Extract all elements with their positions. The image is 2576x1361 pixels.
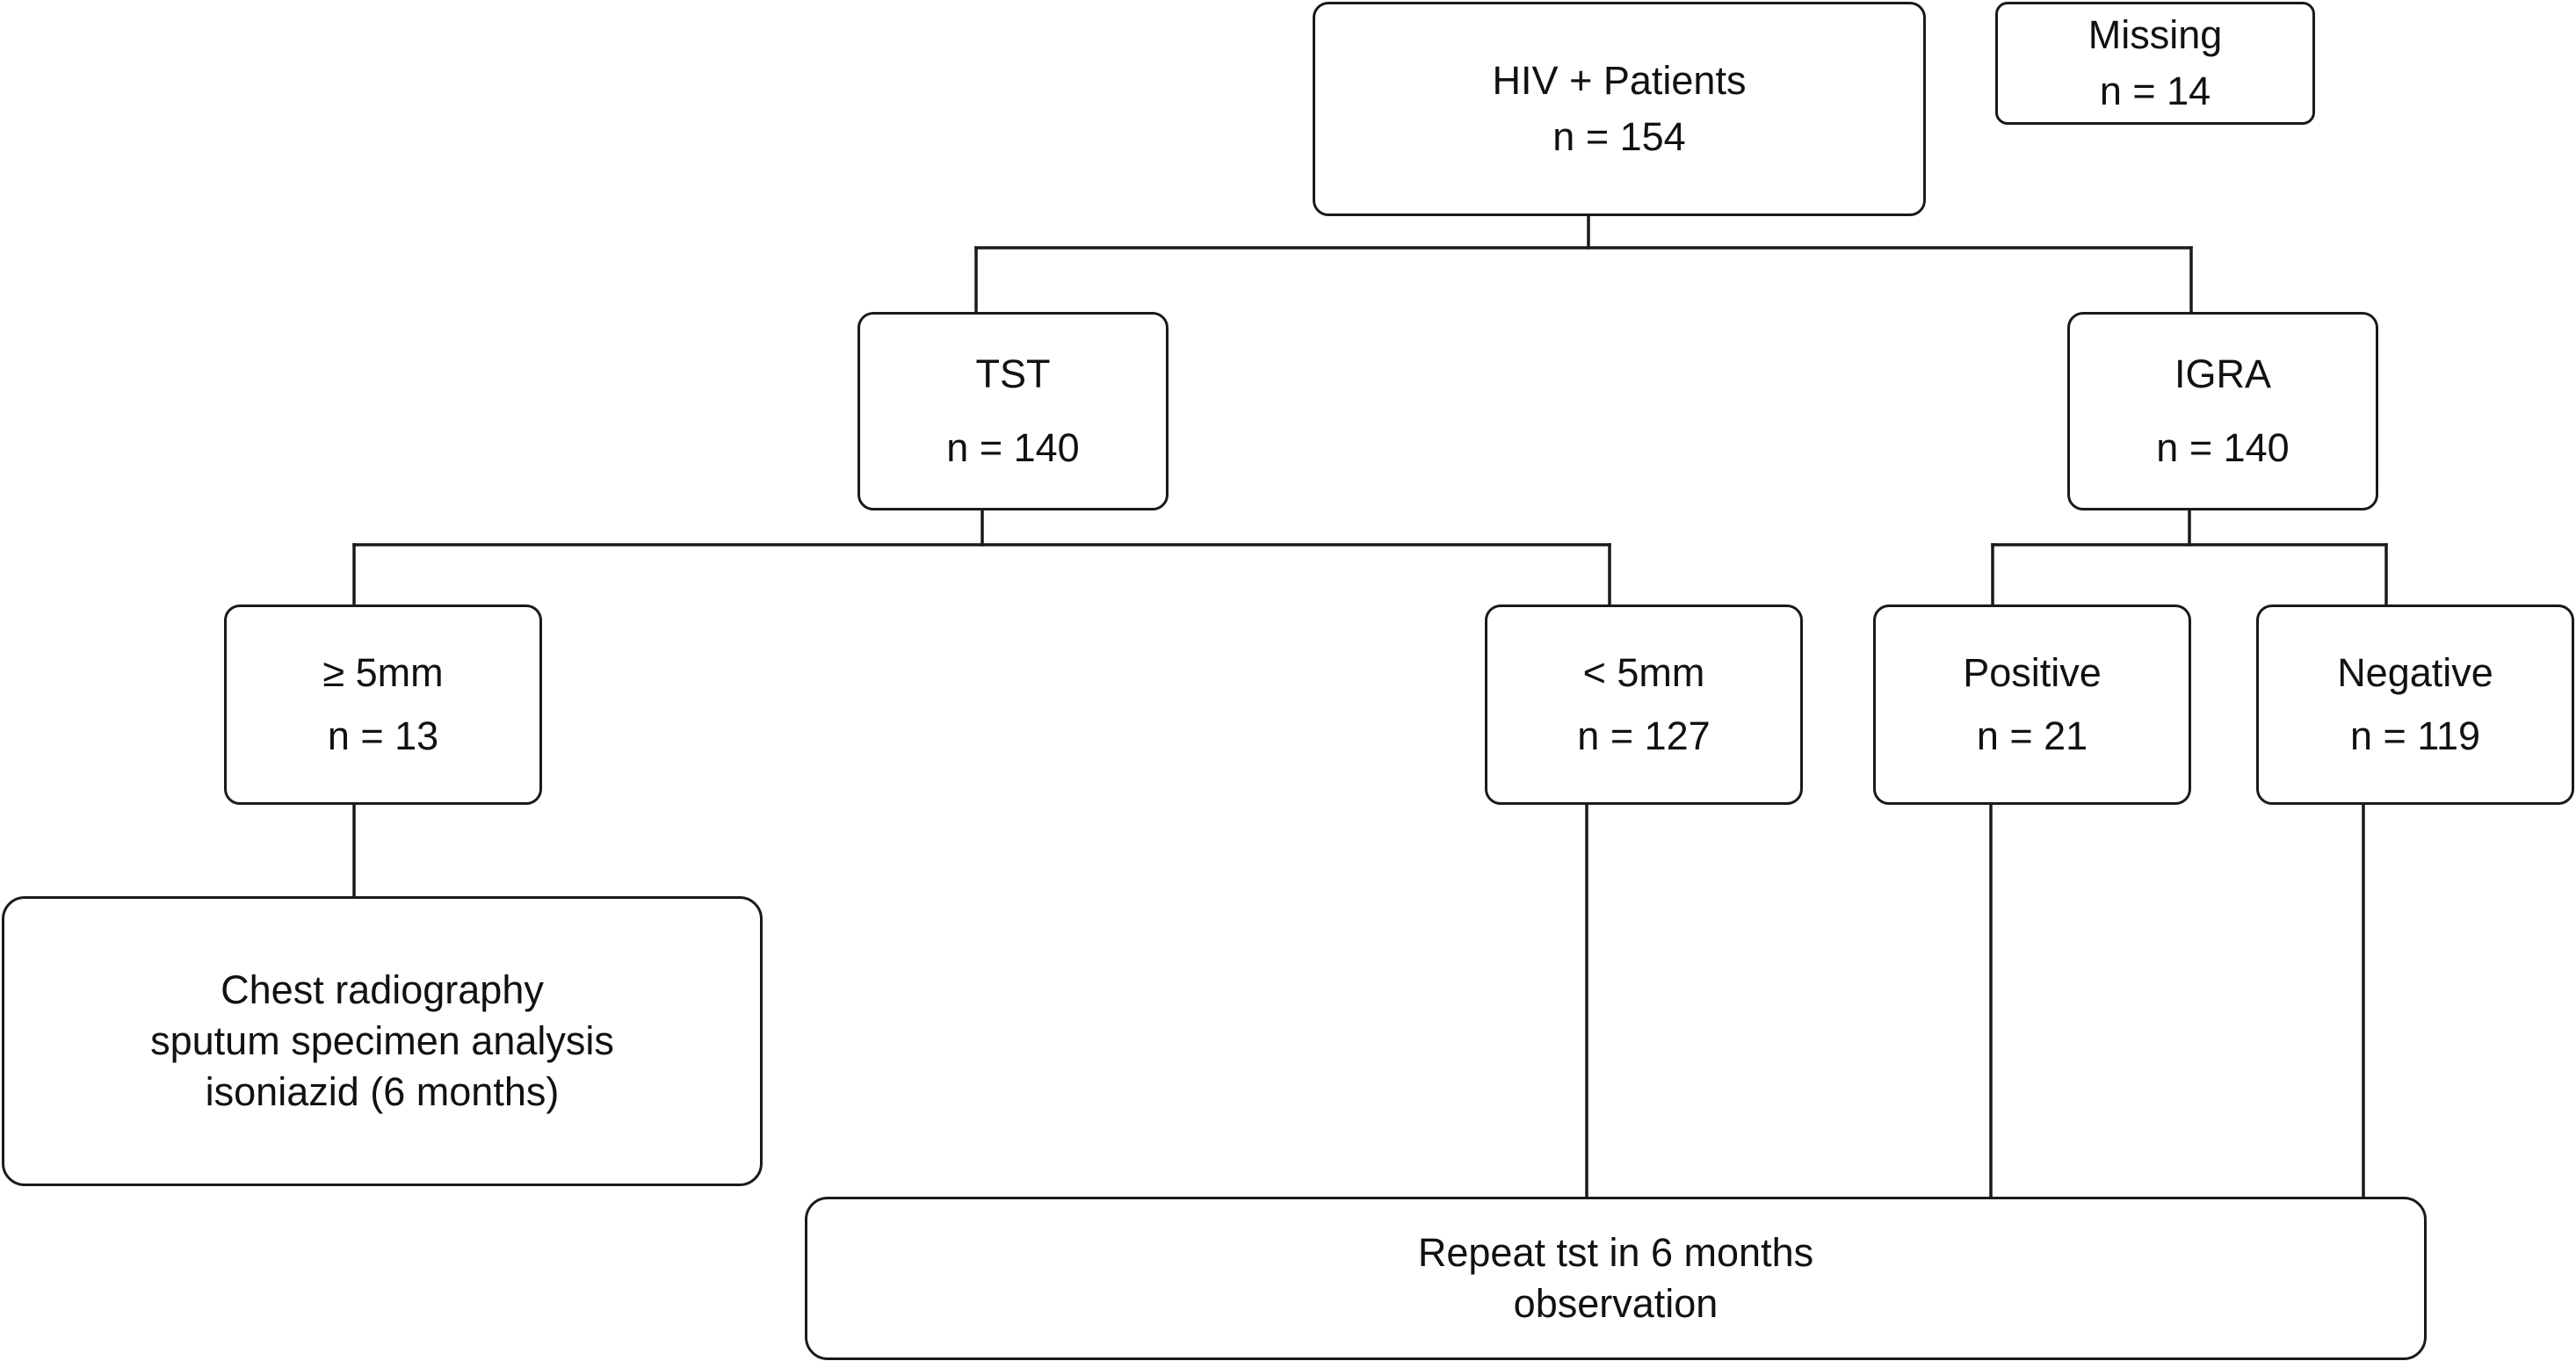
igra-title: IGRA [2174, 351, 2272, 396]
chest-line-3: isoniazid (6 months) [205, 1069, 560, 1114]
tst-ge5mm-box: ≥ 5mm n = 13 [224, 604, 542, 805]
igra-positive-title: Positive [1963, 650, 2102, 695]
igra-box: IGRA n = 140 [2067, 312, 2378, 510]
igra-count: n = 140 [2156, 425, 2290, 470]
igra-negative-count: n = 119 [2349, 713, 2481, 758]
missing-count: n = 14 [2099, 69, 2211, 113]
chest-line-2: sputum specimen analysis [150, 1018, 614, 1063]
repeat-tst-box: Repeat tst in 6 months observation [805, 1197, 2427, 1360]
tst-box: TST n = 140 [857, 312, 1169, 510]
tst-title: TST [975, 351, 1051, 396]
igra-negative-title: Negative [2337, 650, 2493, 695]
tst-ge5mm-title: ≥ 5mm [322, 650, 444, 695]
tst-lt5mm-title: < 5mm [1582, 650, 1705, 695]
repeat-line-1: Repeat tst in 6 months [1417, 1230, 1814, 1275]
tst-ge5mm-count: n = 13 [327, 713, 439, 758]
igra-positive-count: n = 21 [1976, 713, 2088, 758]
repeat-line-2: observation [1513, 1281, 1719, 1326]
missing-box: Missing n = 14 [1995, 2, 2315, 125]
igra-negative-box: Negative n = 119 [2256, 604, 2574, 805]
tst-lt5mm-box: < 5mm n = 127 [1485, 604, 1803, 805]
igra-positive-box: Positive n = 21 [1873, 604, 2191, 805]
tst-count: n = 140 [946, 425, 1080, 470]
hiv-patients-count: n = 154 [1552, 114, 1686, 159]
tst-lt5mm-count: n = 127 [1577, 713, 1711, 758]
hiv-patients-box: HIV + Patients n = 154 [1313, 2, 1926, 216]
hiv-patients-title: HIV + Patients [1492, 58, 1747, 103]
chest-radiography-box: Chest radiography sputum specimen analys… [2, 896, 763, 1186]
missing-title: Missing [2088, 12, 2223, 57]
chest-line-1: Chest radiography [221, 967, 544, 1012]
